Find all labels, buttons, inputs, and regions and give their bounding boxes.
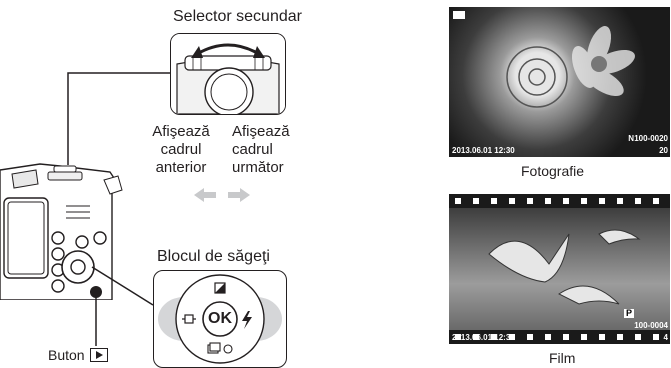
arrow-pad-illustration: OK <box>153 270 287 368</box>
photo-caption: Fotografie <box>521 163 585 179</box>
movie-frame: 4 <box>663 333 668 342</box>
movie-caption: Film <box>549 350 576 366</box>
movie-playback-screen: P 100-0004 2013.06.01 12:30 4 <box>449 194 670 344</box>
secondary-dial-icon <box>171 34 285 114</box>
flower-photo <box>453 11 635 108</box>
arrow-pad-icon <box>158 274 282 364</box>
camera-body-illustration <box>0 163 123 300</box>
movie-datetime: 2013.06.01 12:30 <box>452 333 515 342</box>
prev-frame-label: Afişează cadrul anterior <box>152 123 210 176</box>
movie-mode: P <box>623 308 634 318</box>
photo-quality: N <box>628 134 634 143</box>
connector-lines <box>67 72 170 346</box>
photo-datetime: 2013.06.01 12:30 <box>452 146 515 155</box>
photo-file-number: 100-0020 <box>634 134 668 143</box>
next-frame-label: Afişează cadrul următor <box>232 123 290 176</box>
movie-file-number: 100-0004 <box>634 321 668 330</box>
direction-arrows-icon <box>194 188 250 202</box>
film-strip-frame <box>449 194 670 344</box>
arrow-pad-label: Blocul de săgeţi <box>157 248 270 265</box>
photo-frame: 20 <box>659 146 668 155</box>
secondary-dial-illustration <box>170 33 286 115</box>
play-button-label: Buton <box>48 347 109 363</box>
photo-playback-screen: N 100-0020 2013.06.01 12:30 20 <box>449 7 670 157</box>
play-icon <box>90 348 109 362</box>
ok-button-label: OK <box>208 310 232 327</box>
secondary-selector-label: Selector secundar <box>173 8 302 25</box>
